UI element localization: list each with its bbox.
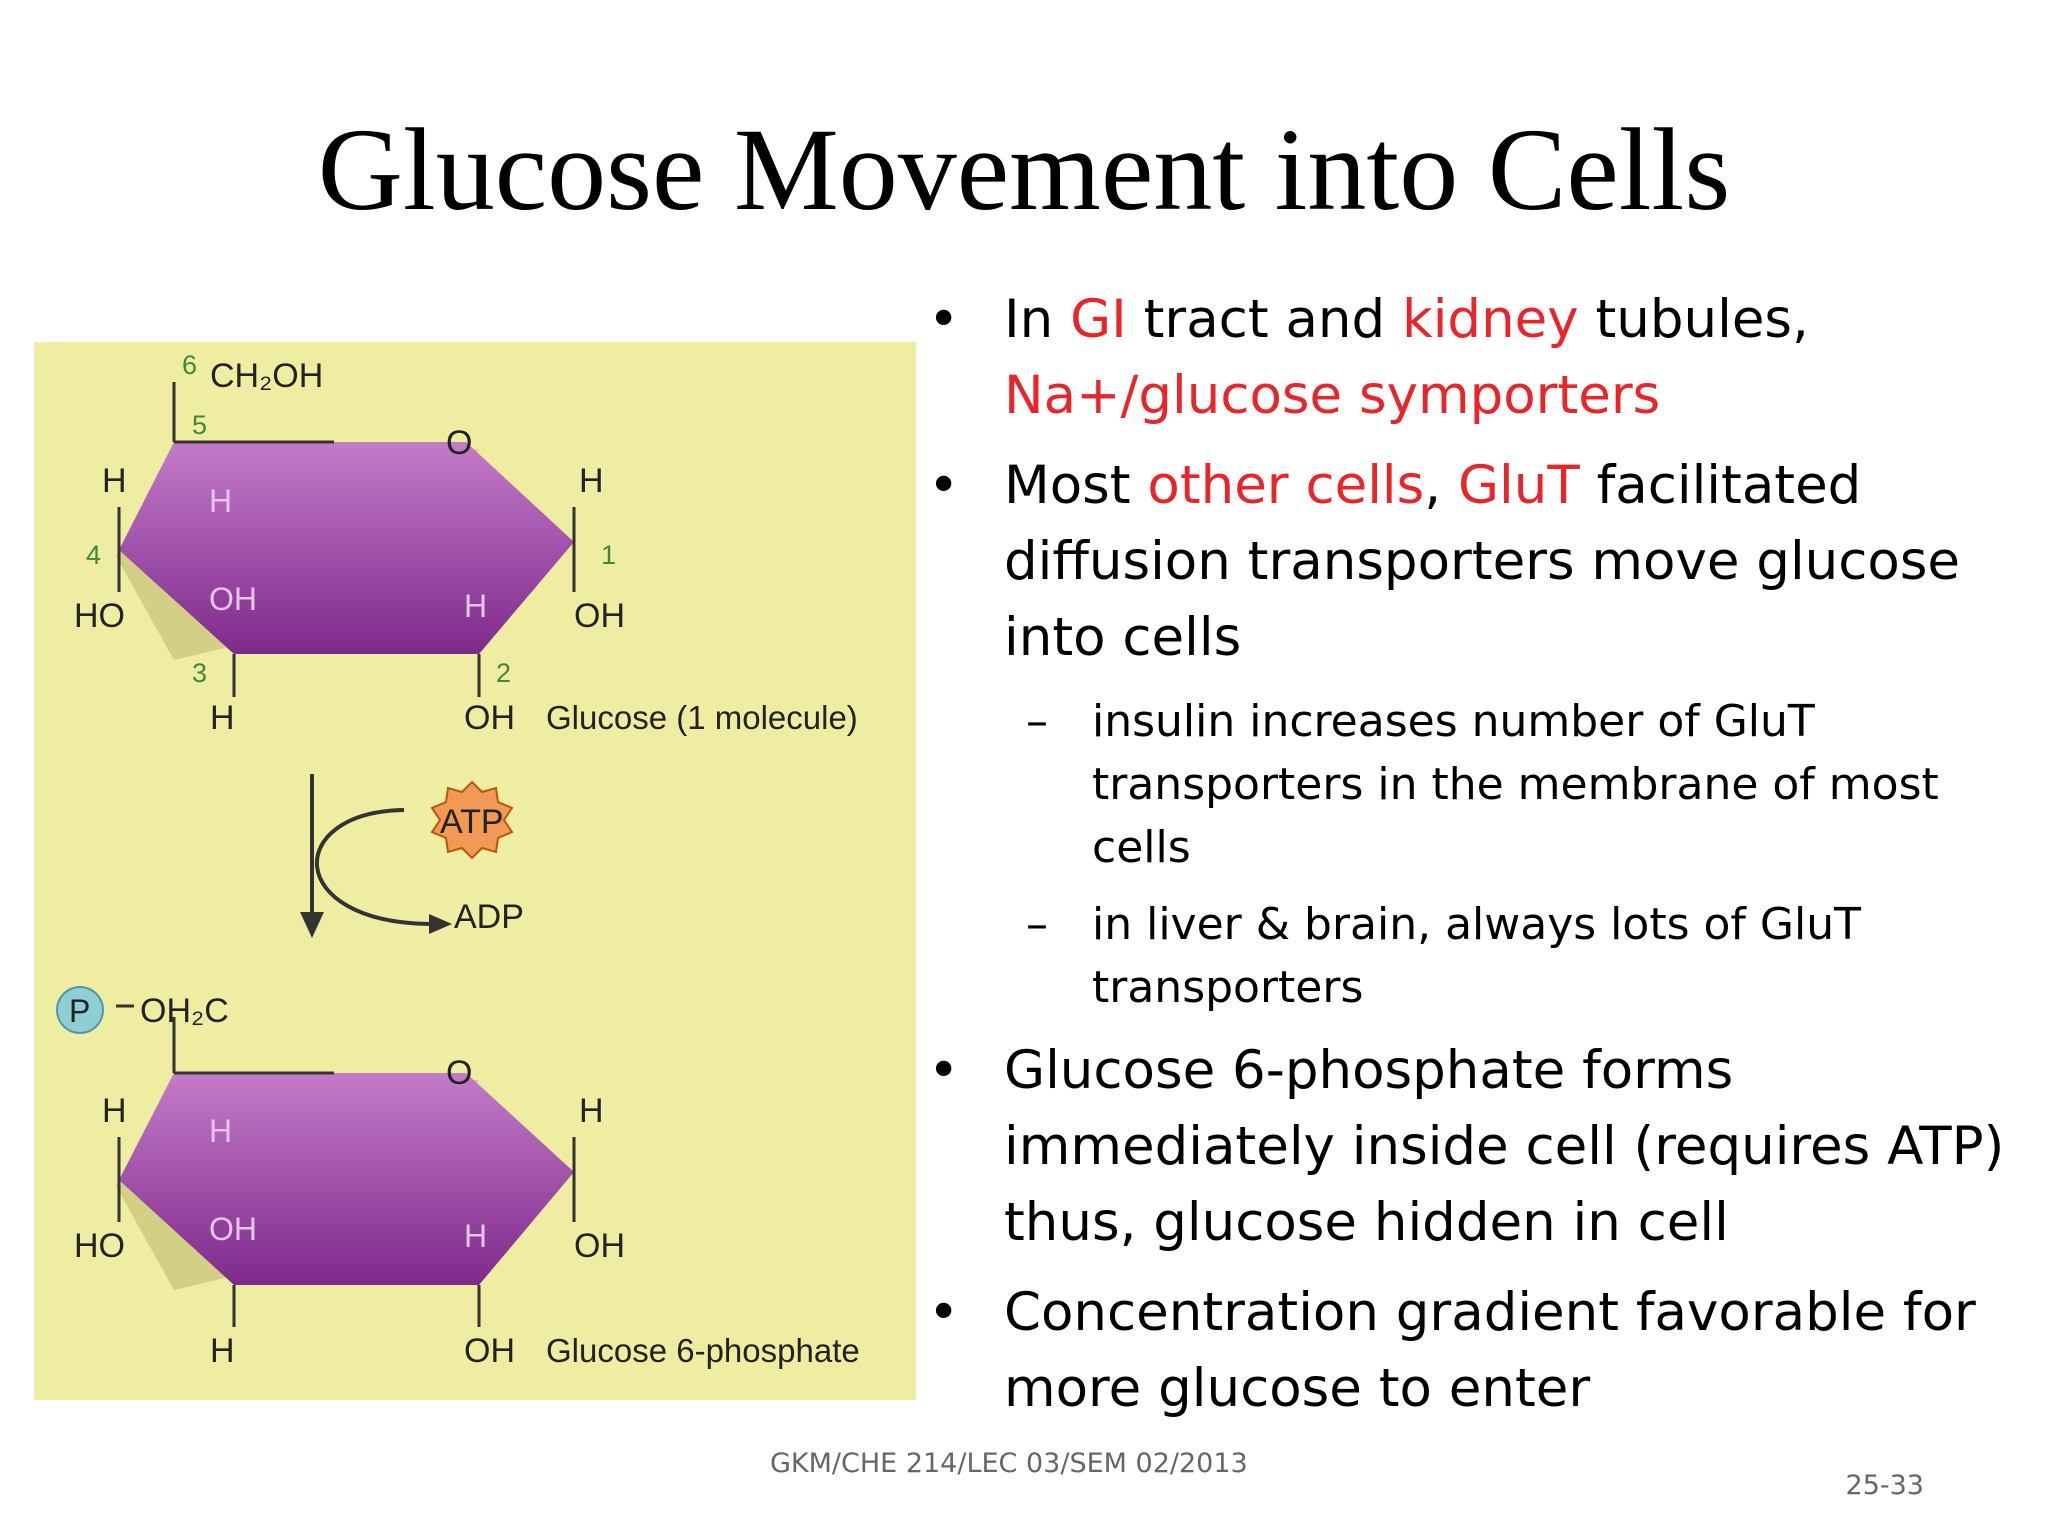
c1-h-label: H bbox=[579, 462, 604, 500]
carbon-2-number: 2 bbox=[496, 658, 511, 688]
c3-oh-label: OH bbox=[209, 581, 257, 617]
bullet-item: • Glucose 6-phosphate forms immediately i… bbox=[920, 1033, 2030, 1261]
ring-oxygen: O bbox=[446, 424, 472, 462]
bullet-mark: • bbox=[928, 1282, 960, 1343]
glucose-ring bbox=[119, 442, 574, 654]
c4-h-label-2: H bbox=[102, 1092, 127, 1130]
bullet-text: In bbox=[1004, 289, 1071, 350]
bullet-item: • Concentration gradient favorable for mo… bbox=[920, 1275, 2030, 1427]
glucose-phosphorylation-figure: 6 CH₂OH 5 O H H H 4 1 HO OH H OH 3 2 H O… bbox=[34, 342, 916, 1400]
reaction-arrow: ATP ADP bbox=[300, 774, 524, 938]
c2-h-label-2: H bbox=[464, 1218, 487, 1254]
bullet-text: Concentration gradient favorable for mor… bbox=[1004, 1282, 1976, 1419]
highlighted-term: Na+/glucose symporters bbox=[1004, 365, 1661, 426]
slide-title: Glucose Movement into Cells bbox=[317, 104, 1731, 235]
c3-h-label: H bbox=[210, 699, 235, 737]
dash-mark: – bbox=[1026, 696, 1048, 747]
c4-ho-label-2: HO bbox=[74, 1227, 125, 1265]
c3-oh-label-2: OH bbox=[209, 1211, 257, 1247]
highlighted-term: GI bbox=[1070, 289, 1127, 350]
phosphate-circle bbox=[56, 986, 104, 1034]
adp-label: ADP bbox=[454, 898, 524, 936]
glucose-caption: Glucose (1 molecule) bbox=[546, 699, 858, 736]
glucose-6-phosphate-ring bbox=[119, 1073, 574, 1285]
glucose-structure: 6 CH₂OH 5 O H H H 4 1 HO OH H OH 3 2 H O… bbox=[74, 350, 858, 737]
ring-oxygen-2: O bbox=[446, 1054, 472, 1092]
footer-course-code: GKM/CHE 214/LEC 03/SEM 02/2013 bbox=[770, 1448, 1248, 1479]
carbon-1-number: 1 bbox=[601, 540, 616, 570]
c3-h-label-2: H bbox=[210, 1332, 235, 1370]
carbon-4-number: 4 bbox=[86, 540, 101, 570]
glucose-6-phosphate-caption: Glucose 6-phosphate bbox=[546, 1332, 860, 1369]
carbon-5-number: 5 bbox=[192, 410, 207, 440]
bullet-item: • In GI tract and kidney tubules, Na+/glu… bbox=[920, 282, 2030, 434]
c1-h-label-2: H bbox=[579, 1092, 604, 1130]
c4-h-label: H bbox=[102, 462, 127, 500]
c2-oh-label-2: OH bbox=[464, 1332, 515, 1370]
phosphate-label: P bbox=[69, 993, 90, 1029]
bullet-text: Most bbox=[1004, 455, 1148, 516]
c5-h-label-2: H bbox=[209, 1113, 232, 1149]
c1-oh-label-2: OH bbox=[574, 1227, 625, 1265]
highlighted-term: kidney bbox=[1402, 289, 1579, 350]
c5-h-label: H bbox=[209, 483, 232, 519]
ch2oh-group: CH₂OH bbox=[210, 357, 323, 395]
bullet-text: insulin increases number of GluT transpo… bbox=[1092, 696, 1939, 873]
glucose-6-phosphate-structure: P OH₂C O H H H HO OH H OH H OH Glucose 6… bbox=[56, 986, 860, 1370]
carbon-6-number: 6 bbox=[182, 350, 197, 380]
bullet-mark: • bbox=[928, 1040, 960, 1101]
bullet-text: , bbox=[1424, 455, 1458, 516]
bullet-mark: • bbox=[928, 455, 960, 516]
bullet-list: • In GI tract and kidney tubules, Na+/glu… bbox=[920, 282, 2030, 1441]
highlighted-term: other cells bbox=[1147, 455, 1425, 516]
c4-ho-label: HO bbox=[74, 597, 125, 635]
dash-mark: – bbox=[1026, 899, 1048, 950]
oh2c-group: OH₂C bbox=[140, 992, 229, 1030]
bullet-text: tract and bbox=[1126, 289, 1403, 350]
bullet-text: facilitated diffusion transporters move … bbox=[1004, 455, 1961, 668]
highlighted-term: GluT bbox=[1457, 455, 1580, 516]
bullet-mark: • bbox=[928, 289, 960, 350]
atp-burst-icon bbox=[430, 780, 514, 860]
sub-bullet-item: –in liver & brain, always lots of GluT t… bbox=[920, 893, 2030, 1019]
bullet-text: in liver & brain, always lots of GluT tr… bbox=[1092, 899, 1861, 1013]
atp-label: ATP bbox=[440, 803, 504, 841]
c2-oh-label: OH bbox=[464, 699, 515, 737]
slide-number: 25-33 bbox=[1845, 1470, 1924, 1501]
sub-bullet-item: – insulin increases number of GluT trans… bbox=[920, 690, 2030, 879]
bullet-text: tubules, bbox=[1578, 289, 1809, 350]
bullet-item: • Most other cells, GluT facilitated diff… bbox=[920, 448, 2030, 676]
carbon-3-number: 3 bbox=[192, 658, 207, 688]
bullet-text: Glucose 6-phosphate forms immediately in… bbox=[1004, 1040, 2005, 1253]
c1-oh-label: OH bbox=[574, 597, 625, 635]
c2-h-label: H bbox=[464, 588, 487, 624]
